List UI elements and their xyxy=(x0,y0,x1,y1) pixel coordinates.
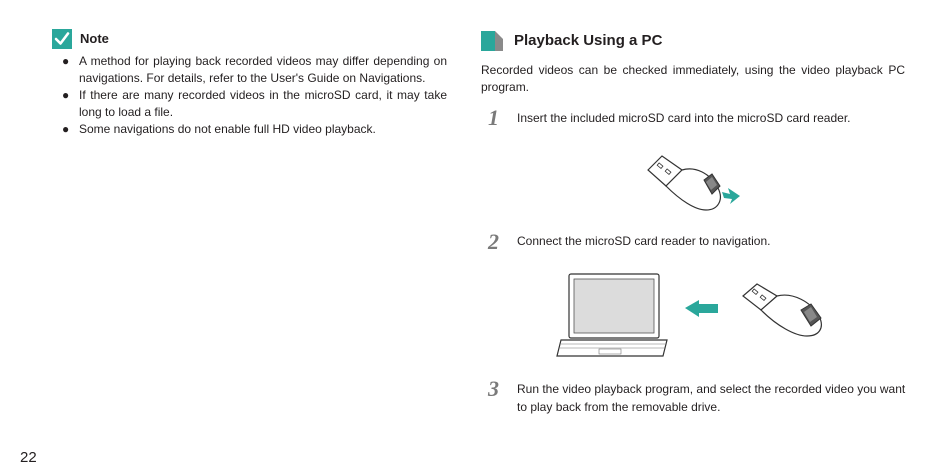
note-title: Note xyxy=(80,31,109,46)
step-text: Connect the microSD card reader to navig… xyxy=(517,234,771,248)
step-number: 3 xyxy=(488,376,499,401)
card-reader-insert-illustration xyxy=(647,155,740,211)
section-marker-icon xyxy=(481,31,503,51)
section-title: Playback Using a PC xyxy=(514,32,663,49)
note-item: ●A method for playing back recorded vide… xyxy=(62,54,447,85)
page-number: 22 xyxy=(20,449,37,466)
step-number: 2 xyxy=(488,229,499,254)
step-text: Run the video playback program, and sele… xyxy=(517,382,906,414)
bullet-icon: ● xyxy=(62,54,70,68)
note-item: ●Some navigations do not enable full HD … xyxy=(62,122,376,136)
step-number: 1 xyxy=(488,105,499,130)
laptop-connect-illustration xyxy=(556,273,822,357)
section-intro: Recorded videos can be checked immediate… xyxy=(481,63,905,94)
bullet-icon: ● xyxy=(62,122,70,136)
check-note-icon xyxy=(52,29,72,49)
bullet-icon: ● xyxy=(62,88,70,102)
note-list: ●A method for playing back recorded vide… xyxy=(62,53,447,138)
note-item: ●If there are many recorded videos in th… xyxy=(62,88,447,119)
step-text: Insert the included microSD card into th… xyxy=(517,111,851,125)
